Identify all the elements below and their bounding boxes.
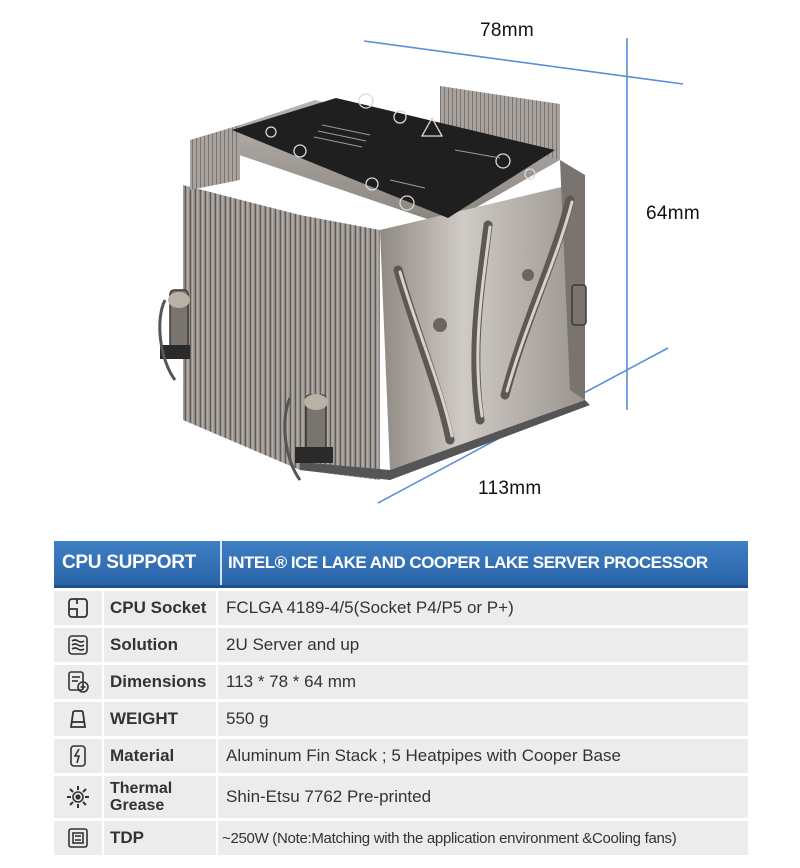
- spec-label: TDP: [104, 821, 218, 855]
- supported-processor-heading: INTEL® ICE LAKE AND COOPER LAKE SERVER P…: [228, 553, 708, 572]
- spec-row-material: Material Aluminum Fin Stack ; 5 Heatpipe…: [54, 739, 748, 773]
- tdp-icon: [54, 821, 104, 855]
- spec-value: Aluminum Fin Stack ; 5 Heatpipes with Co…: [226, 746, 621, 765]
- spec-row-dimensions: Dimensions 113 * 78 * 64 mm: [54, 665, 748, 699]
- spec-row-weight: WEIGHT 550 g: [54, 702, 748, 736]
- spec-row-solution: Solution 2U Server and up: [54, 628, 748, 662]
- spec-value: 550 g: [226, 709, 269, 728]
- depth-guide-line: [363, 40, 684, 85]
- spec-label: CPU Socket: [104, 591, 218, 625]
- instruction-label: [232, 98, 555, 218]
- height-dimension-label: 64mm: [646, 203, 700, 224]
- spec-label: Material: [104, 739, 218, 773]
- spec-label: Solution: [104, 628, 218, 662]
- spec-row-tdp: TDP ~250W (Note:Matching with the applic…: [54, 821, 748, 855]
- spec-row-thermal-grease: Thermal Grease Shin-Etsu 7762 Pre-printe…: [54, 776, 748, 818]
- material-icon: [54, 739, 104, 773]
- spec-label: Dimensions: [104, 665, 218, 699]
- spec-value: 2U Server and up: [226, 635, 360, 654]
- spec-label: Thermal Grease: [104, 776, 218, 818]
- thermal-grease-icon: [54, 776, 104, 818]
- width-dimension-label: 113mm: [478, 478, 542, 499]
- weight-icon: [54, 702, 104, 736]
- solution-icon: [54, 628, 104, 662]
- depth-dimension-label: 78mm: [480, 20, 534, 41]
- spec-table-header: CPU SUPPORT INTEL® ICE LAKE AND COOPER L…: [54, 541, 748, 588]
- spec-value: ~250W (Note:Matching with the applicatio…: [222, 829, 677, 847]
- spec-value: Shin-Etsu 7762 Pre-printed: [226, 787, 432, 806]
- spec-row-cpu-socket: CPU Socket FCLGA 4189-4/5(Socket P4/P5 o…: [54, 591, 748, 625]
- heatsink-illustration: [158, 38, 684, 504]
- product-photo: 78mm 64mm 113mm: [158, 20, 700, 504]
- spec-value: 113 * 78 * 64 mm: [226, 672, 357, 691]
- spec-label: WEIGHT: [104, 702, 218, 736]
- spec-table: CPU SUPPORT INTEL® ICE LAKE AND COOPER L…: [54, 541, 748, 855]
- cpu-support-heading: CPU SUPPORT: [54, 541, 222, 585]
- cpu-socket-icon: [54, 591, 104, 625]
- dimensions-icon: [54, 665, 104, 699]
- spec-value: FCLGA 4189-4/5(Socket P4/P5 or P+): [226, 598, 514, 617]
